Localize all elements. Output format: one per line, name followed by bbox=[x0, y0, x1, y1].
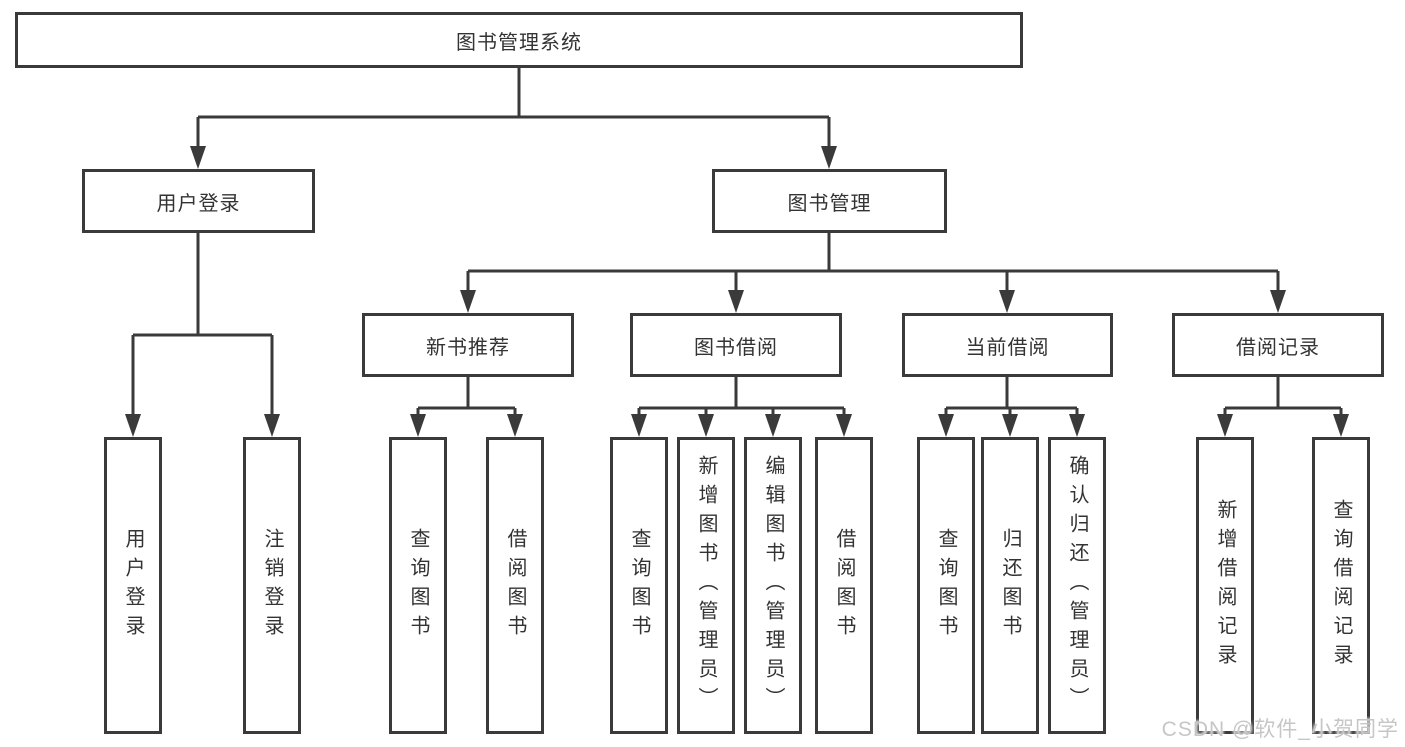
leaf-query-books-current: 查询图书 bbox=[917, 437, 975, 734]
leaf-user-login-label: 用户登录 bbox=[122, 527, 144, 644]
watermark: CSDN @软件_小贺同学 bbox=[1161, 718, 1399, 741]
arrowhead bbox=[264, 414, 280, 437]
leaf-query-books-recommend-label: 查询图书 bbox=[407, 527, 429, 644]
leaf-add-book-admin-label: 新增图书（管理员） bbox=[695, 455, 717, 716]
node-current-borrowing: 当前借阅 bbox=[902, 313, 1113, 377]
node-root-label: 图书管理系统 bbox=[456, 31, 582, 54]
node-book-borrowing-label: 图书借阅 bbox=[694, 336, 778, 359]
node-new-book-recommend-label: 新书推荐 bbox=[426, 336, 510, 359]
node-book-borrowing: 图书借阅 bbox=[630, 313, 842, 377]
leaf-borrow-books-borrowing: 借阅图书 bbox=[815, 437, 873, 734]
arrowhead bbox=[1069, 414, 1085, 437]
node-book-management: 图书管理 bbox=[712, 169, 947, 233]
arrowhead bbox=[765, 414, 781, 437]
node-root: 图书管理系统 bbox=[15, 12, 1023, 68]
arrowhead bbox=[836, 414, 852, 437]
arrowhead bbox=[190, 146, 206, 169]
leaf-query-books-recommend: 查询图书 bbox=[389, 437, 447, 734]
leaf-query-books-current-label: 查询图书 bbox=[935, 527, 957, 644]
leaf-edit-book-admin: 编辑图书（管理员） bbox=[744, 437, 802, 734]
leaf-add-borrow-record-label: 新增借阅记录 bbox=[1214, 498, 1236, 673]
leaf-return-books: 归还图书 bbox=[981, 437, 1039, 734]
node-new-book-recommend: 新书推荐 bbox=[362, 313, 574, 377]
leaf-add-book-admin: 新增图书（管理员） bbox=[677, 437, 735, 734]
leaf-confirm-return-admin: 确认归还（管理员） bbox=[1048, 437, 1106, 734]
leaf-logout: 注销登录 bbox=[243, 437, 301, 734]
leaf-borrow-books-recommend: 借阅图书 bbox=[486, 437, 544, 734]
leaf-add-borrow-record: 新增借阅记录 bbox=[1196, 437, 1254, 734]
arrowhead bbox=[125, 414, 141, 437]
arrowhead bbox=[410, 414, 426, 437]
leaf-query-books-borrowing: 查询图书 bbox=[610, 437, 668, 734]
arrowhead bbox=[631, 414, 647, 437]
arrowhead bbox=[728, 290, 744, 313]
node-user-login: 用户登录 bbox=[82, 169, 315, 233]
arrowhead bbox=[1002, 414, 1018, 437]
arrowhead bbox=[1333, 414, 1349, 437]
node-user-login-label: 用户登录 bbox=[156, 192, 241, 215]
leaf-query-books-borrowing-label: 查询图书 bbox=[628, 527, 650, 644]
arrowhead bbox=[821, 146, 837, 169]
node-book-management-label: 图书管理 bbox=[787, 192, 872, 215]
leaf-confirm-return-admin-label: 确认归还（管理员） bbox=[1066, 455, 1088, 716]
arrowhead bbox=[507, 414, 523, 437]
leaf-query-borrow-record: 查询借阅记录 bbox=[1312, 437, 1370, 734]
arrowhead bbox=[1270, 290, 1286, 313]
leaf-return-books-label: 归还图书 bbox=[999, 527, 1021, 644]
arrowhead bbox=[1217, 414, 1233, 437]
leaf-borrow-books-recommend-label: 借阅图书 bbox=[504, 527, 526, 644]
arrowhead bbox=[938, 414, 954, 437]
node-current-borrowing-label: 当前借阅 bbox=[965, 336, 1050, 359]
leaf-edit-book-admin-label: 编辑图书（管理员） bbox=[762, 455, 784, 716]
arrowhead bbox=[999, 290, 1015, 313]
leaf-logout-label: 注销登录 bbox=[261, 527, 283, 644]
leaf-query-borrow-record-label: 查询借阅记录 bbox=[1330, 498, 1352, 673]
arrowhead bbox=[698, 414, 714, 437]
node-borrowing-records-label: 借阅记录 bbox=[1236, 336, 1320, 359]
arrowhead bbox=[460, 290, 476, 313]
leaf-borrow-books-borrowing-label: 借阅图书 bbox=[833, 527, 855, 644]
leaf-user-login: 用户登录 bbox=[104, 437, 162, 734]
node-borrowing-records: 借阅记录 bbox=[1172, 313, 1384, 377]
